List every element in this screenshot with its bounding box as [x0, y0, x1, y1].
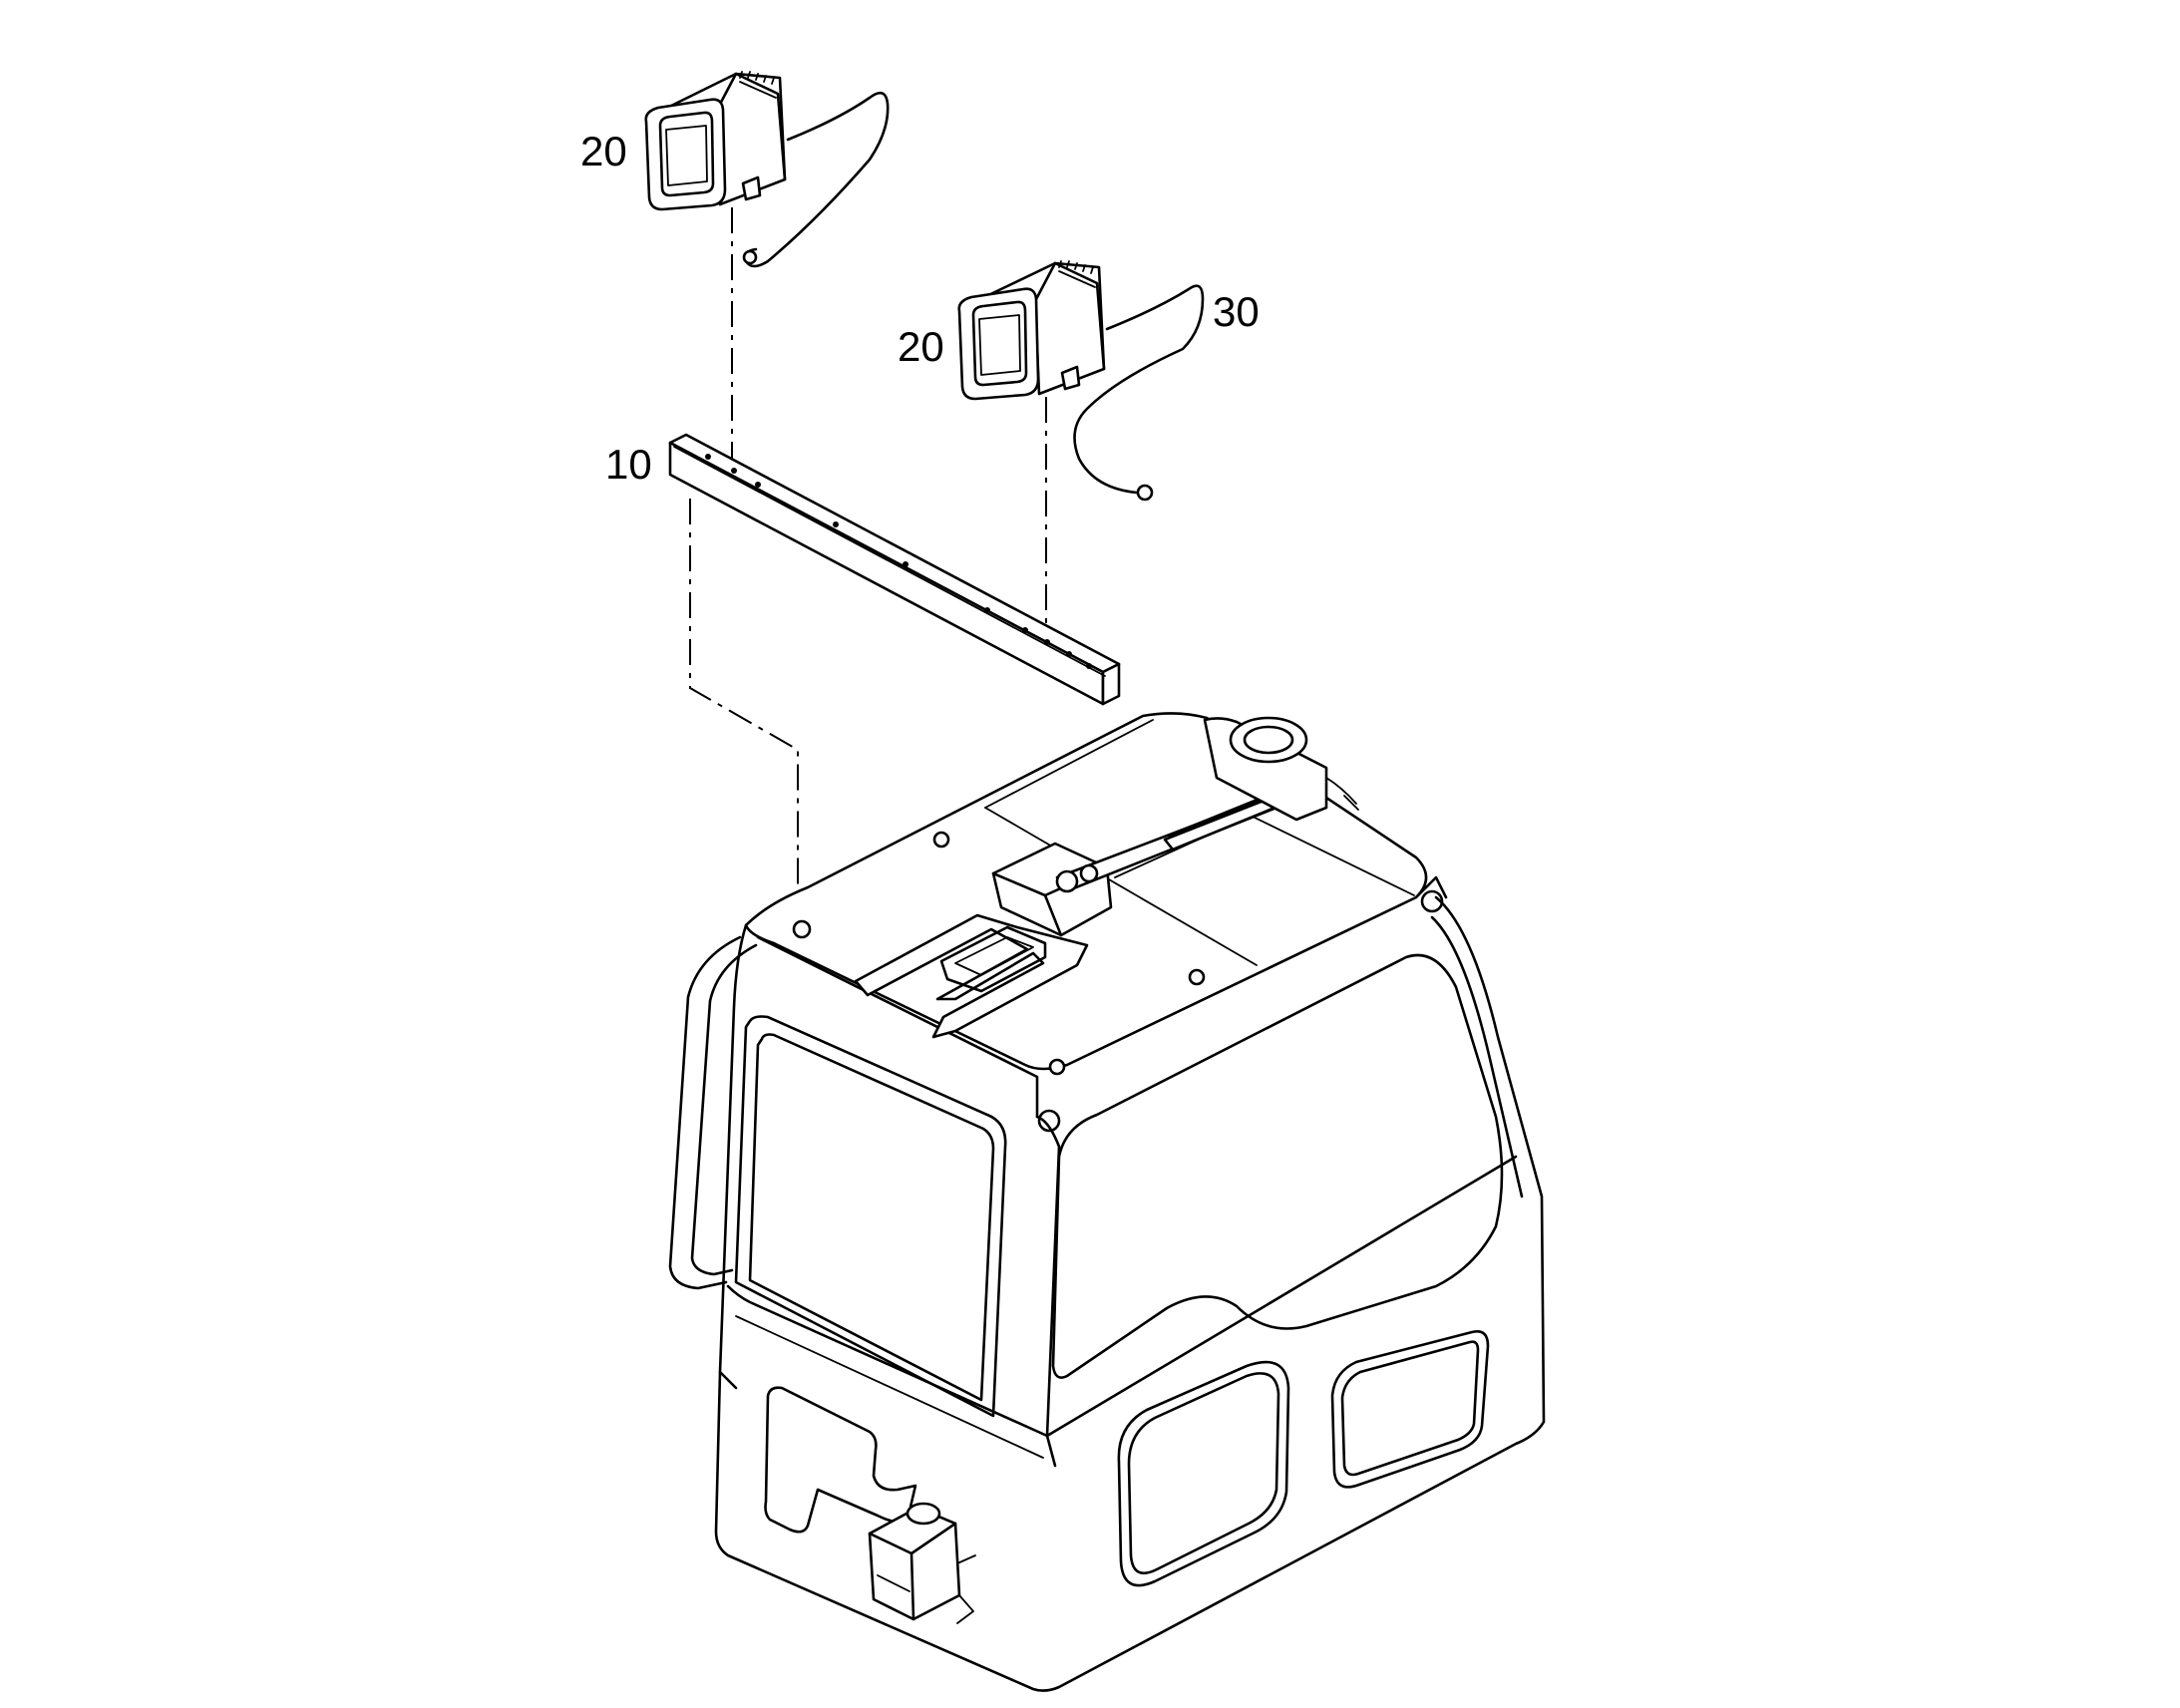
cable-connector-upper — [742, 249, 758, 265]
callout-lamp-lower: 20 — [898, 323, 944, 370]
work-lamp-upper — [644, 71, 787, 211]
operator-cab — [668, 712, 1546, 1692]
callout-bracket: 10 — [605, 441, 652, 488]
alignment-line-bracket — [689, 499, 799, 917]
callout-lamp-upper: 20 — [580, 128, 627, 174]
wiring-harness — [1073, 284, 1205, 495]
callout-harness: 30 — [1213, 288, 1260, 335]
mounting-bracket — [668, 433, 1121, 706]
harness-connector — [1136, 484, 1154, 502]
work-lamp-lower — [957, 260, 1106, 401]
